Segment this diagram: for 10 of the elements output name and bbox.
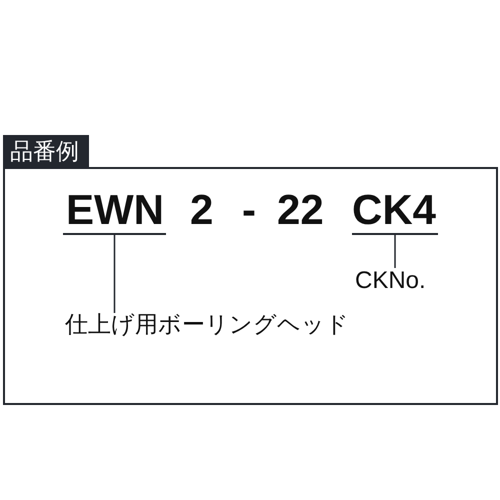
code-segment: CK4 — [352, 189, 438, 235]
callout-text: CKNo. — [355, 268, 426, 294]
code-segment: EWN — [63, 189, 166, 235]
callout-text: 仕上げ用ボーリングヘッド — [65, 313, 349, 338]
code-separator: - — [242, 189, 256, 231]
leader-line — [394, 235, 396, 268]
leader-line — [114, 235, 116, 313]
code-number: 2 — [190, 189, 214, 231]
heading-tab: 品番例 — [3, 135, 89, 169]
code-number: 22 — [277, 189, 324, 231]
